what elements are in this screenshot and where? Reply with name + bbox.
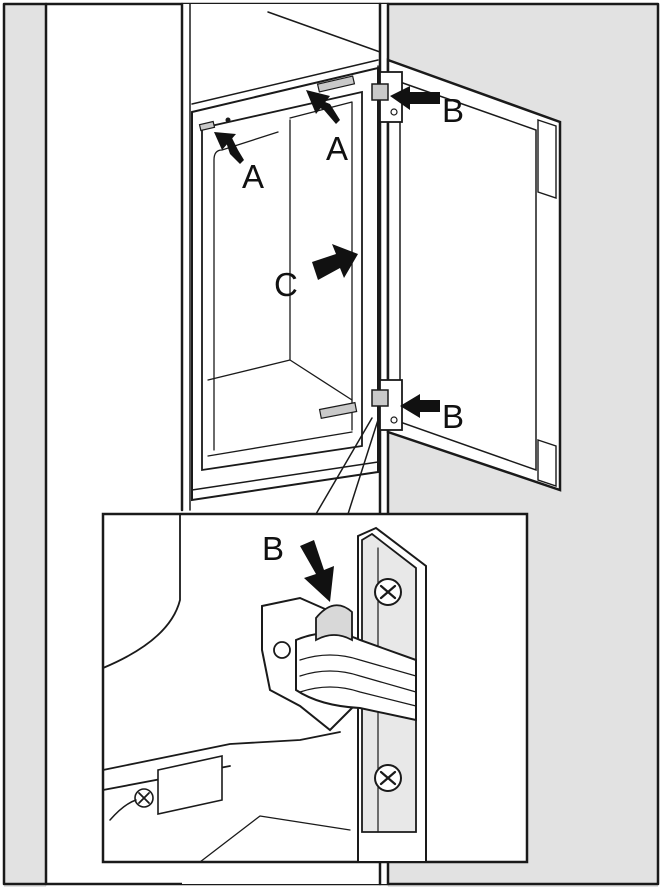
- callout-labels: A A B B B C: [242, 92, 464, 567]
- niche-ceiling: [267, 11, 381, 53]
- top-hinge-screw: [390, 108, 398, 116]
- arrow-b-bottom: [400, 394, 440, 418]
- label-b-detail: B: [262, 530, 284, 567]
- bottom-hinge: [371, 379, 403, 431]
- label-b-top: B: [442, 92, 464, 129]
- callout-line-left: [315, 417, 373, 515]
- door-inner-panel: [399, 80, 537, 472]
- appliance-body: [191, 59, 379, 502]
- inset-upper-screw: [374, 578, 402, 606]
- label-a-right: A: [326, 130, 348, 167]
- label-c: C: [274, 266, 298, 303]
- cavity-floor-front: [207, 431, 353, 457]
- arrows: [214, 86, 440, 602]
- top-hinge: [371, 71, 403, 123]
- inset-hinge-cup: [315, 604, 353, 642]
- door-panel: [386, 58, 562, 492]
- door-seal-top: [537, 119, 557, 199]
- door-seal-bottom: [537, 439, 557, 487]
- appliance-door: [377, 58, 562, 492]
- inset-rail-slot: [157, 755, 223, 815]
- appliance-top-edge: [191, 59, 379, 105]
- top-hinge-block: [371, 83, 389, 101]
- upper-clip-right: [316, 75, 356, 93]
- inset-cable: [109, 799, 137, 821]
- inset-bottom-shelf: [199, 815, 351, 863]
- appliance-inner-cavity: [201, 90, 363, 472]
- detail-callout-lines: [315, 417, 379, 515]
- upper-clip-left: [198, 120, 216, 132]
- cavity-floor: [207, 119, 353, 401]
- arrow-a-left: [214, 132, 244, 164]
- lower-mounting-points: [318, 401, 358, 420]
- lower-clip: [318, 401, 358, 420]
- inset-lower-screw: [374, 764, 402, 792]
- inset-hinge-ribs: [299, 654, 417, 707]
- arrow-b-top: [390, 86, 440, 110]
- upper-mounting-points: [198, 75, 356, 132]
- bottom-hinge-block: [371, 389, 389, 407]
- bottom-hinge-screw: [390, 416, 398, 424]
- arrow-a-right: [306, 90, 340, 124]
- arrow-b-detail: [300, 540, 334, 602]
- label-a-left: A: [242, 158, 264, 195]
- left-wall: [4, 4, 46, 887]
- callout-line-right: [347, 419, 379, 515]
- inset-cabinet-curve: [102, 513, 181, 669]
- arrow-c: [312, 244, 358, 280]
- appliance-bottom-edge: [191, 461, 379, 491]
- inset-bracket-screw: [273, 641, 291, 659]
- upper-screw-hole: [225, 117, 231, 123]
- inset-rail-screw: [134, 788, 154, 808]
- label-b-bottom: B: [442, 398, 464, 435]
